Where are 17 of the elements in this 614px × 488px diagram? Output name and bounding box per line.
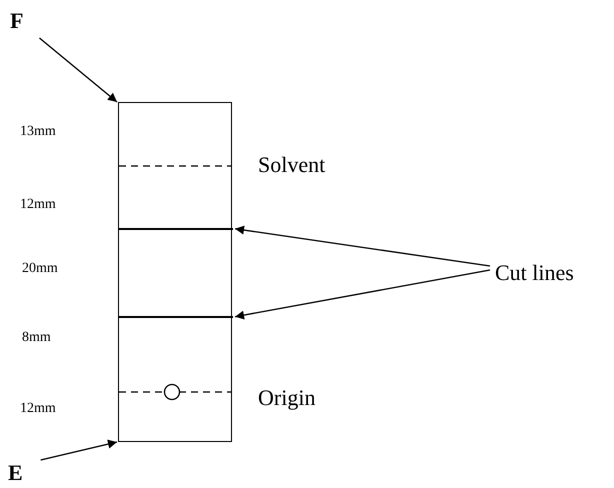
text-label: Origin (258, 387, 316, 409)
cut-line (119, 316, 233, 318)
paper-strip (118, 102, 232, 442)
leader-arrow (234, 226, 490, 267)
dimension-label: 13mm (20, 125, 56, 139)
dimension-label: 20mm (22, 262, 58, 276)
leader-arrow (234, 269, 490, 320)
letter-label: F (10, 10, 24, 32)
dimension-label: 8mm (22, 331, 51, 345)
leader-arrow (40, 440, 118, 461)
text-label: Solvent (258, 154, 326, 176)
leader-arrow (39, 38, 118, 102)
callout-label: Cut lines (495, 262, 574, 284)
dimension-label: 12mm (20, 198, 56, 212)
dimension-label: 12mm (20, 402, 56, 416)
letter-label: E (8, 462, 23, 484)
cut-line (119, 228, 233, 230)
